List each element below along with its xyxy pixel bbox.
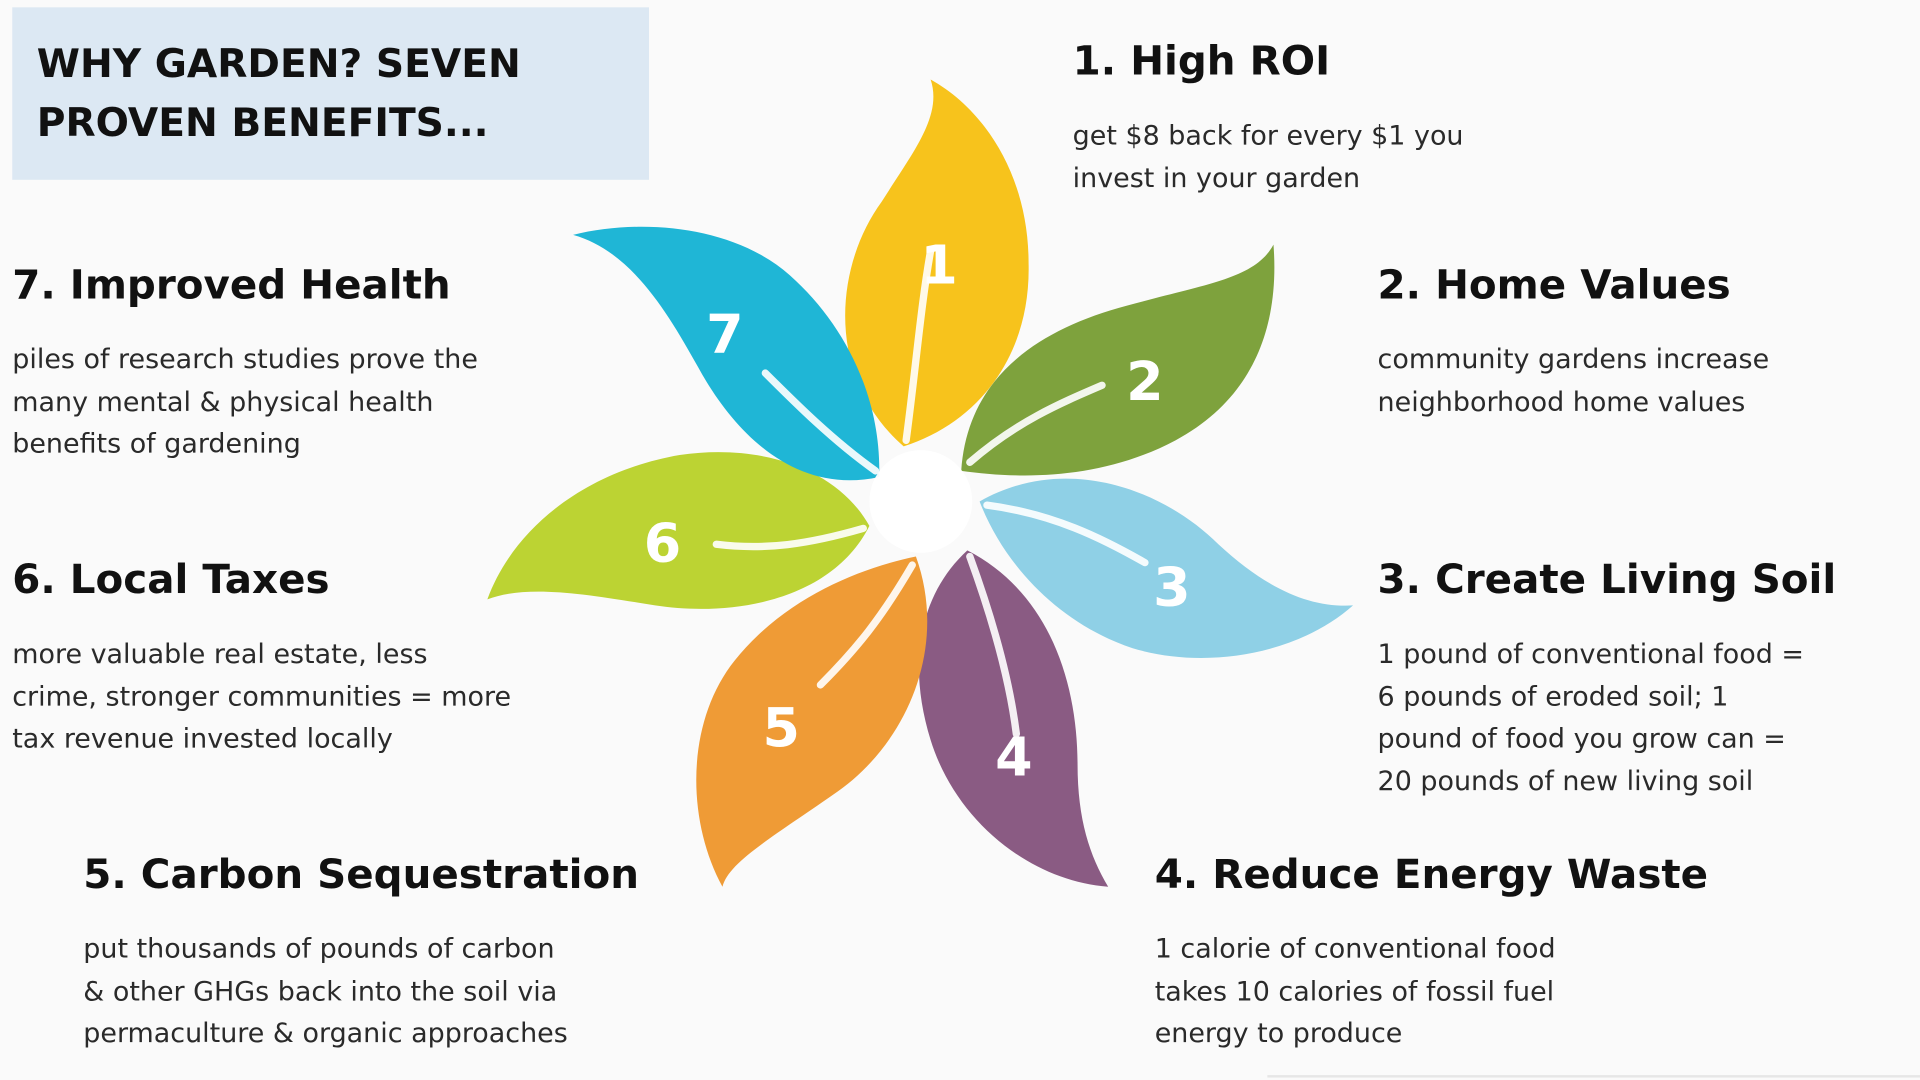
petal-number-2: 2 xyxy=(1126,350,1163,413)
petal-7-vein xyxy=(761,369,880,475)
petal-5 xyxy=(696,556,928,887)
benefit-5: 5. Carbon Sequestration put thousands of… xyxy=(83,850,639,1056)
petals-group xyxy=(487,79,1354,887)
benefit-2: 2. Home Values community gardens increas… xyxy=(1378,261,1770,425)
benefit-1-text: get $8 back for every $1 you invest in y… xyxy=(1072,121,1464,194)
benefit-3-heading: 3. Create Living Soil xyxy=(1377,555,1837,603)
petal-1-vein xyxy=(902,247,935,444)
benefit-3-text: 1 pound of conventional food = 6 pounds … xyxy=(1377,639,1804,797)
benefit-6-text: more valuable real estate, less crime, s… xyxy=(12,639,512,755)
petal-number-6: 6 xyxy=(644,511,681,574)
petal-number-5: 5 xyxy=(762,696,799,759)
benefit-3: 3. Create Living Soil 1 pound of convent… xyxy=(1378,555,1837,803)
benefit-4-text: 1 calorie of conventional food takes 10 … xyxy=(1154,934,1556,1050)
petal-1 xyxy=(845,79,1029,447)
benefit-6: 6. Local Taxes more valuable real estate… xyxy=(12,555,511,761)
petal-6-vein xyxy=(712,524,867,551)
petal-6 xyxy=(487,452,870,609)
petal-numbers: 1 2 3 4 5 6 7 xyxy=(644,234,1191,789)
benefit-5-heading: 5. Carbon Sequestration xyxy=(83,850,640,898)
benefit-5-text: put thousands of pounds of carbon & othe… xyxy=(83,934,568,1050)
petal-number-3: 3 xyxy=(1153,555,1190,618)
benefit-4: 4. Reduce Energy Waste 1 calorie of conv… xyxy=(1155,850,1708,1056)
petal-5-vein xyxy=(816,561,916,689)
petal-number-7: 7 xyxy=(706,302,743,365)
petal-4-vein xyxy=(966,552,1021,738)
page-title: WHY GARDEN? SEVEN PROVEN BENEFITS... xyxy=(36,40,521,146)
benefit-6-heading: 6. Local Taxes xyxy=(12,555,330,603)
benefit-7-heading: 7. Improved Health xyxy=(12,260,451,309)
petal-number-1: 1 xyxy=(920,234,957,297)
flower-center xyxy=(869,450,973,553)
bottom-divider xyxy=(1267,1075,1920,1078)
benefit-1-heading: 1. High ROI xyxy=(1072,36,1331,85)
petal-7 xyxy=(573,226,880,481)
benefit-1: 1. High ROI get $8 back for every $1 you… xyxy=(1073,37,1464,201)
benefit-2-heading: 2. Home Values xyxy=(1377,260,1731,309)
petal-number-4: 4 xyxy=(995,725,1032,788)
benefit-4-heading: 4. Reduce Energy Waste xyxy=(1154,850,1709,898)
petal-2-vein xyxy=(966,381,1106,467)
benefit-7-text: piles of research studies prove the many… xyxy=(12,344,478,460)
petal-3-vein xyxy=(983,501,1149,567)
title-box: WHY GARDEN? SEVEN PROVEN BENEFITS... xyxy=(12,7,649,180)
benefit-7: 7. Improved Health piles of research stu… xyxy=(12,261,478,467)
benefit-2-text: community gardens increase neighborhood … xyxy=(1377,344,1770,418)
